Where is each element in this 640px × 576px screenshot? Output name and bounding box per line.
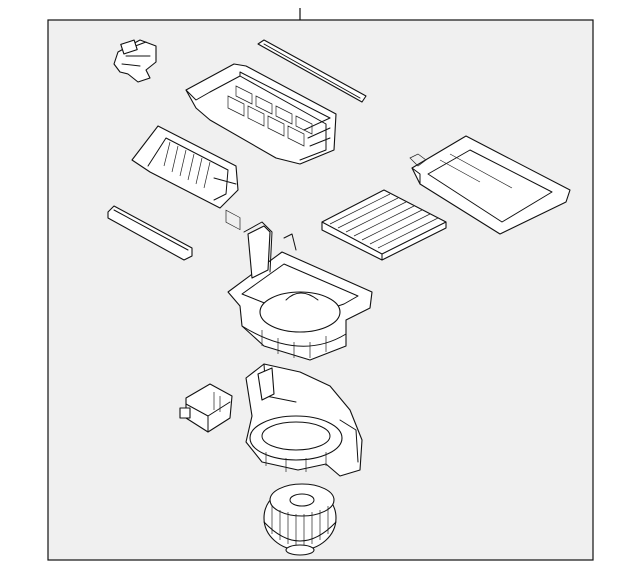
air-intake-door-housing-icon [185, 63, 337, 231]
blower-resistor-connector-icon [113, 39, 157, 83]
seal-strip-icon [257, 39, 367, 103]
lower-blower-case-icon [245, 363, 363, 477]
blower-resistor-icon [179, 383, 233, 433]
filter-cover-tray-icon [409, 135, 571, 235]
intake-duct-icon [131, 125, 239, 209]
cabin-air-filter-icon [321, 189, 447, 261]
blower-motor-fan-icon [263, 483, 337, 556]
upper-blower-case-icon [227, 221, 373, 361]
trim-strip-icon [107, 205, 193, 261]
